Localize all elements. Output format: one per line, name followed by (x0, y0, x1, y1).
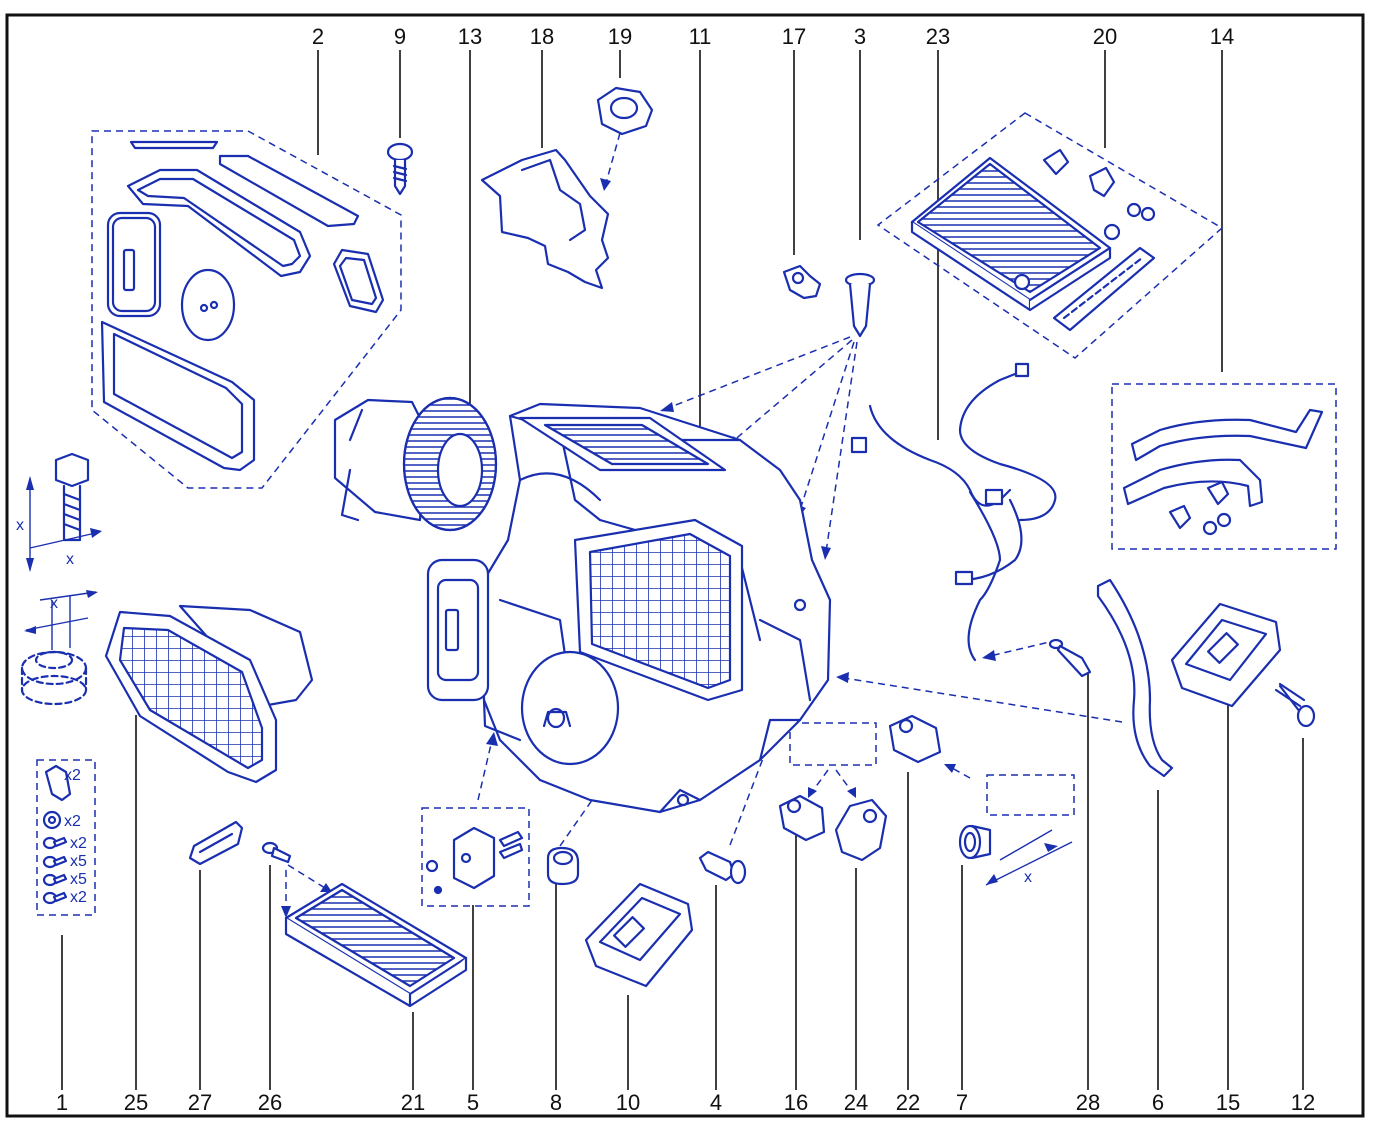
dimension-x-nut: x (50, 595, 58, 612)
callout-15: 15 (1216, 1090, 1240, 1115)
actuator-part-16 (778, 794, 826, 842)
dimension-x-bolt-vertical: x (16, 517, 24, 534)
callout-22: 22 (896, 1090, 920, 1115)
nut-dimension (20, 650, 88, 706)
callout-24: 24 (844, 1090, 868, 1115)
blower-fan-part-13 (333, 396, 498, 532)
grommet-part-8 (546, 846, 580, 886)
callout-27: 27 (188, 1090, 212, 1115)
callout-6: 6 (1152, 1090, 1164, 1115)
callout-11: 11 (689, 24, 712, 49)
multiplier-bolt-a: x2 (70, 835, 87, 852)
drain-hose-part-6 (1096, 578, 1174, 778)
callout-8: 8 (550, 1090, 562, 1115)
bolt-dimension (54, 452, 90, 542)
callout-4: 4 (710, 1090, 722, 1115)
heater-core-part-20 (910, 148, 1156, 332)
callout-28: 28 (1076, 1090, 1100, 1115)
dimension-x-ring: x (1024, 869, 1032, 886)
wiring-harness-part-23 (850, 362, 1057, 662)
small-module-part-27 (188, 820, 244, 866)
callout-21: 21 (401, 1090, 425, 1115)
callout-26: 26 (258, 1090, 282, 1115)
clip-part-17 (782, 264, 822, 300)
hvac-housing-part-11 (426, 402, 832, 814)
multiplier-bolt-b: x5 (70, 853, 87, 870)
sensor-part-28 (1048, 638, 1092, 678)
dimension-arrows (24, 476, 1058, 885)
callout-7: 7 (956, 1090, 968, 1115)
pin-part-3 (844, 272, 876, 338)
callout-10: 10 (616, 1090, 640, 1115)
control-module-part-10 (584, 882, 694, 988)
seal-kit-part-2 (100, 140, 385, 472)
callout-20: 20 (1093, 24, 1117, 49)
pipe-kit-part-14 (1122, 408, 1324, 536)
seal-ring-part-7 (958, 824, 992, 860)
actuator-part-24 (834, 798, 888, 862)
multiplier-bolt-c: x5 (70, 871, 87, 888)
pin-part-26 (261, 841, 292, 864)
multiplier-ring: x2 (64, 813, 81, 830)
callout-12: 12 (1291, 1090, 1315, 1115)
kit-multipliers: x2 x2 x2 x5 x5 x2 (64, 767, 87, 906)
multiplier-bolt-d: x2 (70, 889, 87, 906)
evaporator-part-21 (284, 882, 468, 1008)
bottom-part-numbers: 1 25 27 26 21 5 8 10 4 16 24 22 7 28 6 1… (56, 1090, 1315, 1115)
callout-19: 19 (608, 24, 632, 49)
callout-2: 2 (312, 24, 324, 49)
callout-23: 23 (926, 24, 950, 49)
screw-part-12 (1274, 682, 1316, 728)
callout-3: 3 (854, 24, 866, 49)
screw-part-9 (386, 142, 414, 196)
dimension-labels: x x x x (16, 517, 1032, 886)
expansion-valve-part-5 (425, 826, 524, 895)
callout-18: 18 (530, 24, 554, 49)
dimension-x-bolt-horizontal: x (66, 551, 74, 568)
callout-25: 25 (124, 1090, 148, 1115)
leader-lines (61, 50, 1304, 1090)
diagram-frame (5, 13, 1365, 1118)
top-part-numbers: 2 9 13 18 19 11 17 3 23 20 14 (312, 24, 1234, 49)
callout-17: 17 (782, 24, 806, 49)
nut-part-19 (596, 86, 654, 136)
callout-14: 14 (1210, 24, 1234, 49)
multiplier-washer: x2 (64, 767, 81, 784)
callout-5: 5 (467, 1090, 479, 1115)
grid-module-part-25 (104, 604, 314, 784)
bracket-part-18 (480, 148, 610, 290)
callout-13: 13 (458, 24, 482, 49)
pin-part-4 (698, 850, 747, 885)
dimension-lines (25, 478, 1073, 886)
callout-9: 9 (394, 24, 406, 49)
dashed-outlines (36, 112, 1337, 916)
parts (20, 86, 1324, 1008)
control-unit-part-15 (1170, 602, 1282, 708)
callout-16: 16 (784, 1090, 808, 1115)
actuator-part-22 (888, 714, 942, 764)
callout-1: 1 (56, 1090, 68, 1115)
hardware-kit-part-1 (42, 764, 72, 905)
